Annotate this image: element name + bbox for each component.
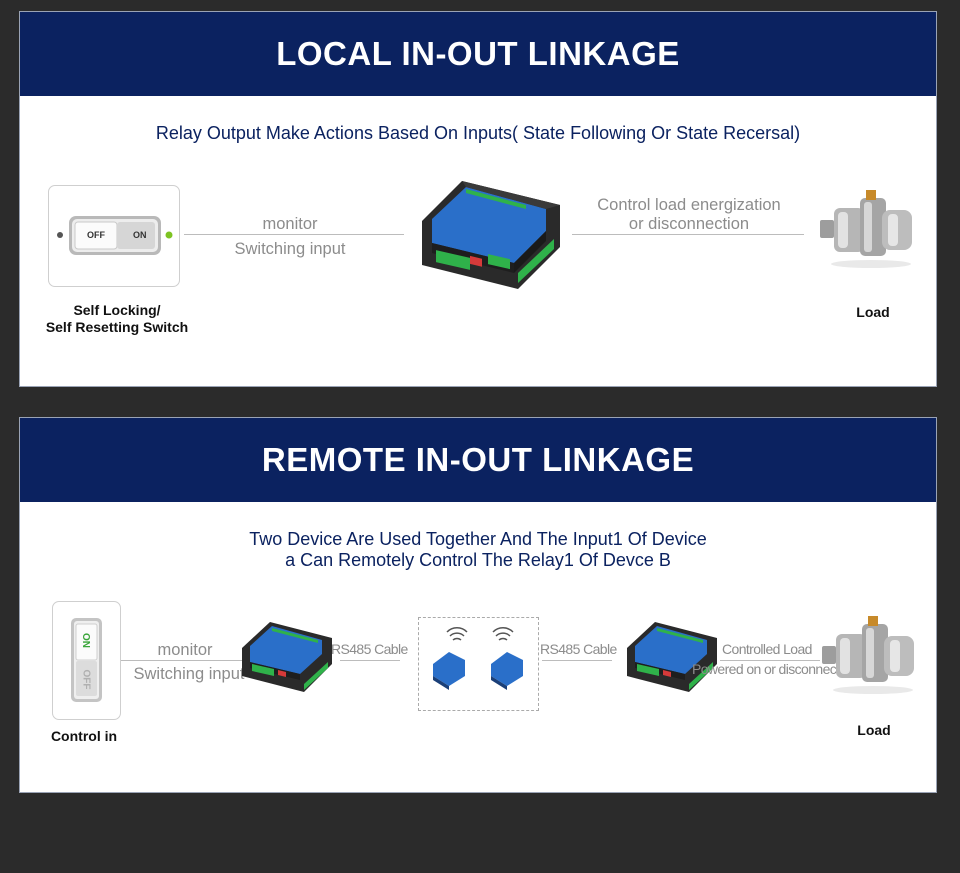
local-linkage-panel: LOCAL IN-OUT LINKAGE Relay Output Make A… [19, 11, 937, 387]
vertical-switch-icon [71, 618, 102, 702]
switching-input-label: Switching input [234, 240, 346, 258]
local-subtitle: Relay Output Make Actions Based On Input… [155, 123, 801, 143]
control-load-label-2: or disconnection [628, 215, 750, 233]
connector-line [121, 660, 251, 661]
vertical-switch-card: ON OFF [52, 601, 121, 720]
wireless-module-icon [433, 627, 523, 690]
controlled-load-label: Controlled Load [722, 641, 812, 657]
connector-line [720, 660, 820, 661]
remote-subtitle-line-1: Two Device Are Used Together And The Inp… [249, 529, 707, 549]
cable-line [542, 660, 612, 661]
switch-label-1: Self Locking/ [73, 302, 161, 318]
relay-controller-device [422, 181, 560, 289]
connector-line [184, 234, 404, 235]
switch-off-text: OFF [80, 669, 92, 690]
solenoid-valve-load-icon [820, 190, 912, 268]
relay-device-b [627, 622, 717, 692]
wireless-modules-box [418, 617, 539, 711]
powered-label: Powered on or disconnected [692, 661, 854, 677]
rs485-cable-label-left: RS485 Cable [331, 641, 408, 657]
remote-subtitle-line-2: a Can Remotely Control The Relay1 Of Dev… [285, 550, 671, 570]
switch-on-text: ON [133, 230, 147, 240]
remote-panel-title: REMOTE IN-OUT LINKAGE [20, 418, 936, 502]
cable-line [340, 660, 400, 661]
local-panel-title: LOCAL IN-OUT LINKAGE [20, 12, 936, 96]
remote-linkage-panel: REMOTE IN-OUT LINKAGE Two Device Are Use… [19, 417, 937, 793]
load-label: Load [857, 722, 891, 738]
solenoid-valve-load-icon [822, 616, 914, 694]
switching-input-label: Switching input [133, 665, 245, 683]
switch-on-text: ON [80, 633, 91, 648]
rs485-cable-label-right: RS485 Cable [540, 641, 617, 657]
connector-line [572, 234, 804, 235]
control-in-label: Control in [50, 728, 118, 744]
switch-label-2: Self Resetting Switch [45, 319, 189, 335]
control-load-label: Control load energization [597, 196, 781, 214]
load-label: Load [856, 304, 890, 320]
monitor-label: monitor [157, 641, 213, 659]
rocker-switch-icon [57, 216, 173, 255]
switch-off-text: OFF [87, 230, 105, 240]
relay-device-a [242, 622, 332, 692]
rocker-switch-card: OFF ON [48, 185, 180, 287]
monitor-label: monitor [262, 215, 318, 233]
